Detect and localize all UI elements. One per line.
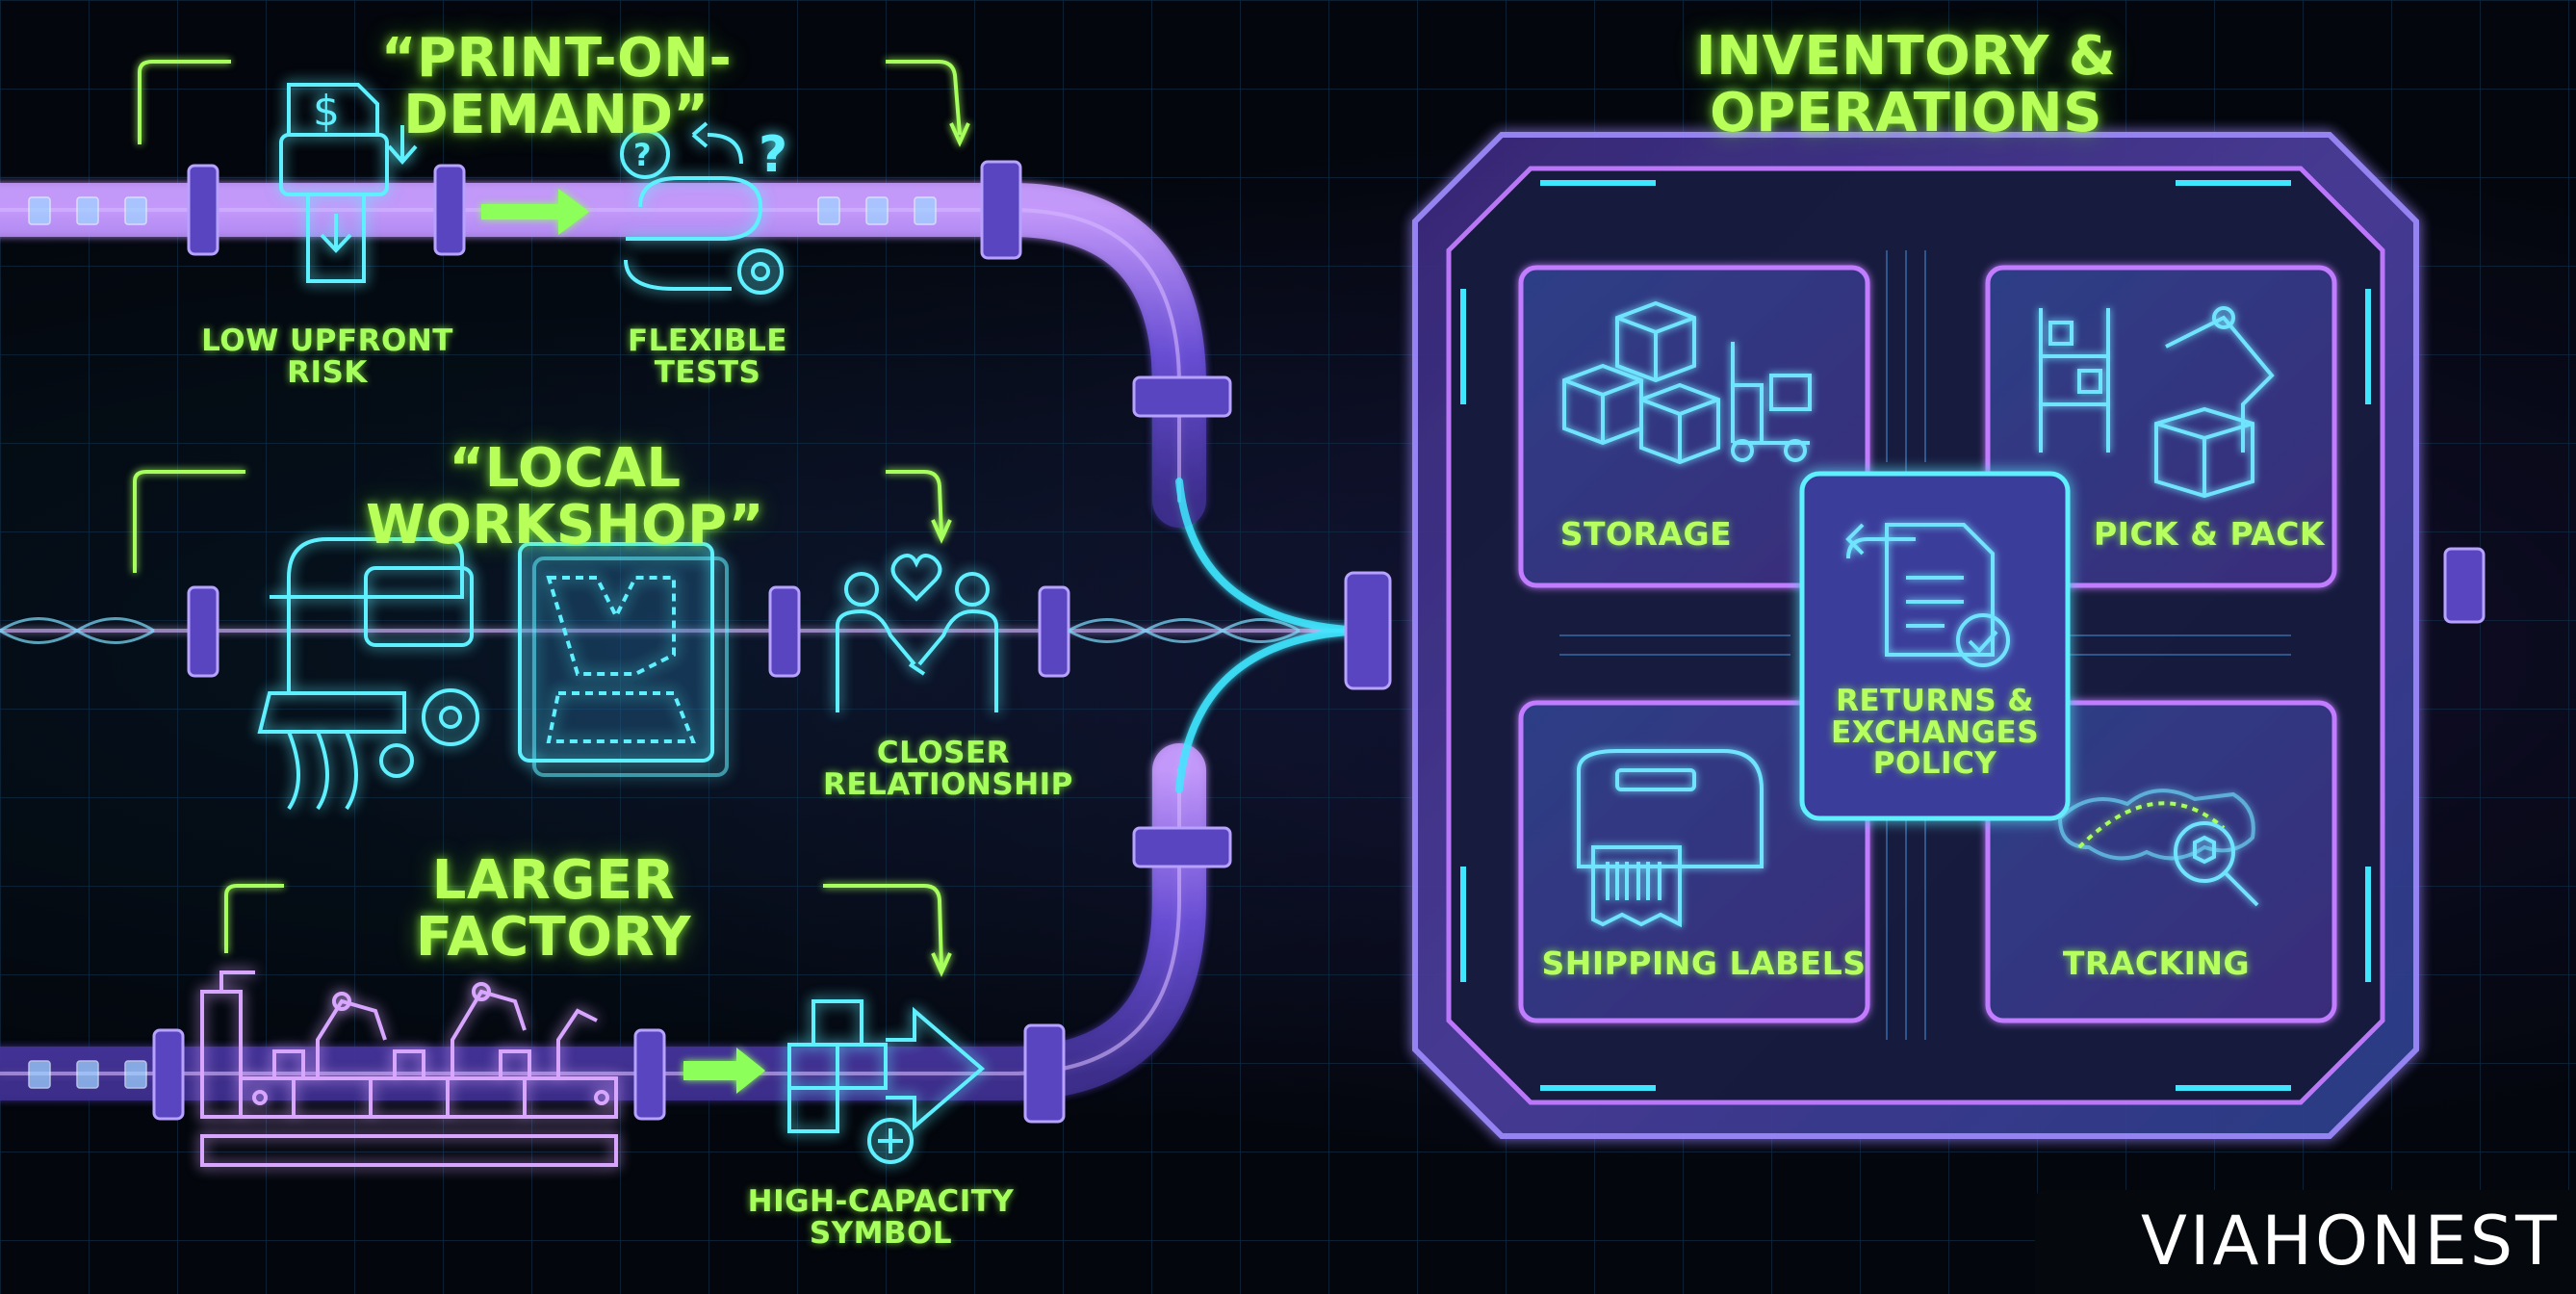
- bracket-lines: [133, 60, 970, 977]
- tile-label-tracking: TRACKING: [2062, 945, 2251, 982]
- stage-title-print-on-demand: “PRINT-ON-DEMAND”: [380, 27, 733, 146]
- tile-label-pick-pack: PICK & PACK: [2094, 515, 2325, 553]
- returns-document-icon: [1845, 523, 2010, 667]
- brand-name: VIAHONEST: [2141, 1202, 2560, 1281]
- capacity-boxes-icon: [787, 999, 986, 1164]
- brand-badge: VIAHONEST: [2035, 1190, 2576, 1294]
- pipe-couplings: [152, 160, 2486, 1124]
- storage-icon: [1562, 300, 1812, 465]
- pipe-strands: [0, 617, 1301, 644]
- sewing-pattern-icon: [518, 542, 729, 777]
- tile-label-storage: STORAGE: [1559, 515, 1733, 553]
- stage-title-larger-factory: LARGER FACTORY: [415, 849, 692, 969]
- svg-text:?: ?: [633, 137, 652, 173]
- hub-title: INVENTORY & OPERATIONS: [1695, 25, 2117, 144]
- factory-icon: [200, 970, 618, 1167]
- benefit-high-capacity: HIGH-CAPACITY SYMBOL: [747, 1184, 1015, 1251]
- printer-icon: $: [279, 83, 418, 283]
- flow-arrows: [481, 189, 765, 1094]
- tile-returns-policy: [1799, 471, 2071, 821]
- pick-pack-robot-icon: [2039, 306, 2275, 499]
- sewing-machine-icon: [257, 537, 479, 811]
- benefit-flexible-tests: FLEXIBLE TESTS: [627, 324, 788, 390]
- tracking-map-icon: [2057, 789, 2259, 907]
- tile-label-shipping-labels: SHIPPING LABELS: [1541, 945, 1867, 982]
- svg-text:$: $: [313, 87, 340, 136]
- benefit-low-upfront-risk: LOW UPFRONT RISK: [201, 324, 453, 390]
- label-printer-icon: [1577, 749, 1764, 928]
- handshake-heart-icon: [836, 553, 998, 712]
- tile-storage: [1518, 265, 1870, 588]
- benefit-closer-relationship: CLOSER RELATIONSHIP: [823, 736, 1073, 802]
- flexible-path-icon: ? ?: [620, 121, 787, 295]
- circuit-traces: [1559, 250, 2291, 1040]
- tile-label-returns-policy: RETURNS & EXCHANGES POLICY: [1830, 684, 2040, 782]
- tile-shipping-labels: [1518, 700, 1870, 1023]
- svg-text:?: ?: [759, 126, 787, 184]
- pipe-documents: [28, 196, 937, 1089]
- tile-tracking: [1985, 700, 2337, 1023]
- stage-title-local-workshop: “LOCAL WORKSHOP”: [365, 437, 765, 556]
